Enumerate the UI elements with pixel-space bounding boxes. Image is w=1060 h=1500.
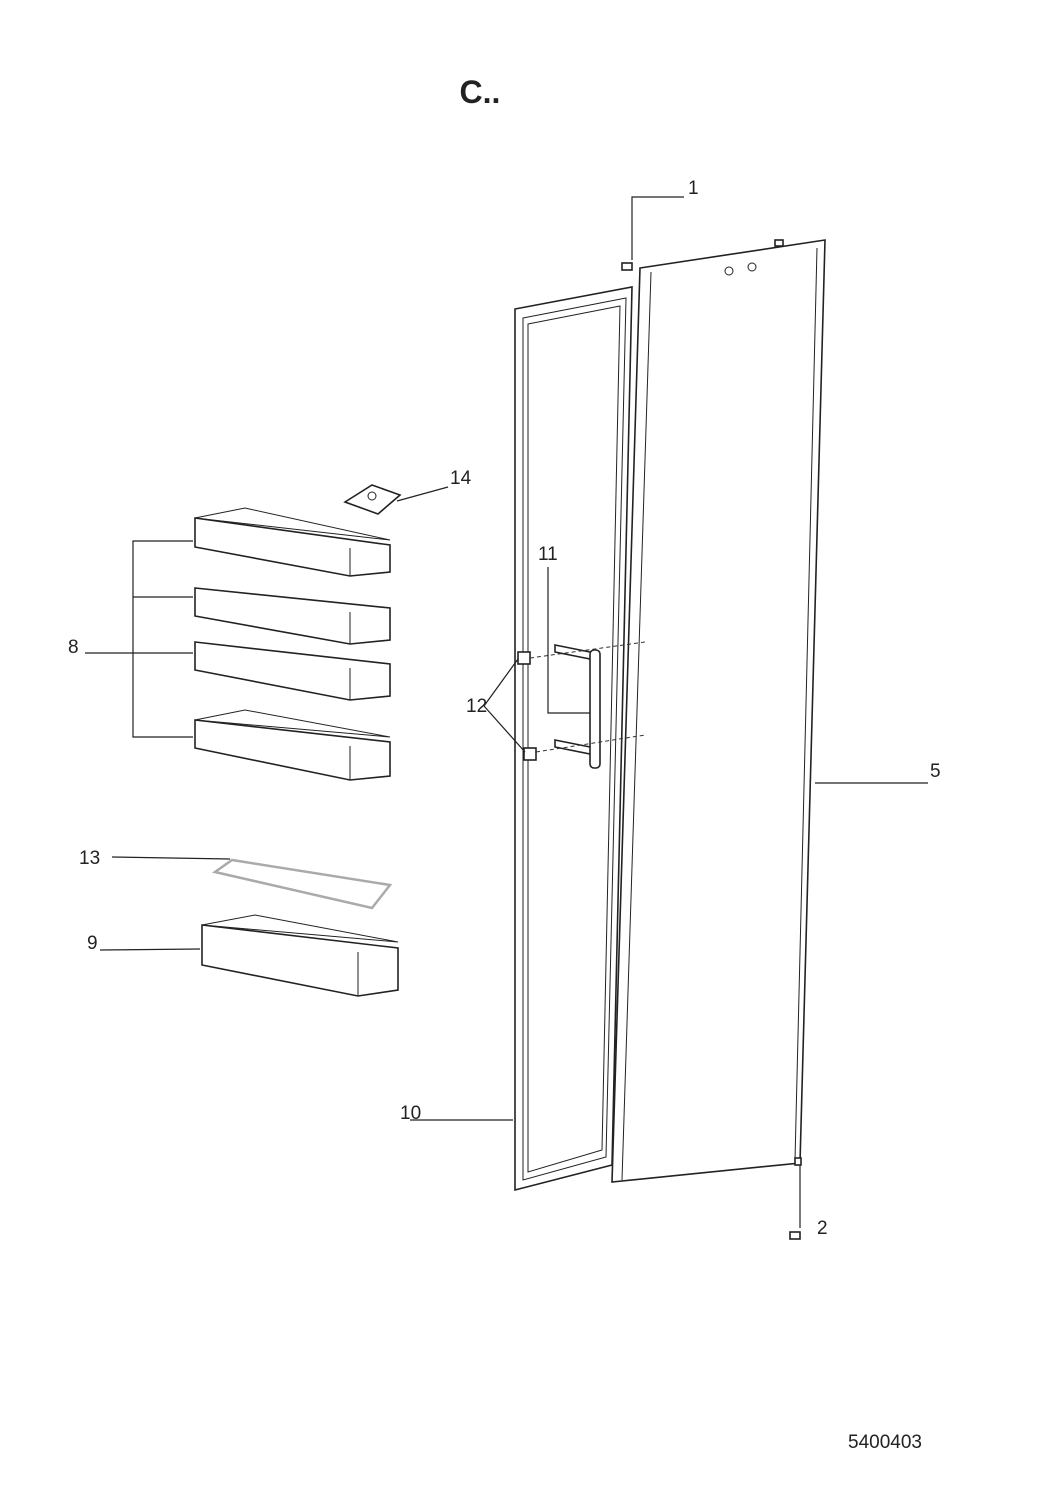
door-foot <box>794 1157 802 1166</box>
door-shelf-3 <box>194 641 391 701</box>
callout-14: 14 <box>450 468 472 489</box>
bottle-shelf <box>201 914 399 997</box>
handle-clip-top <box>517 651 531 665</box>
callout-9: 9 <box>87 933 98 954</box>
callout-10: 10 <box>400 1103 421 1124</box>
page-title: C.. <box>459 74 501 110</box>
shelf-insert <box>211 858 393 910</box>
door-inner-liner <box>514 286 633 1192</box>
bottom-hinge-pin <box>789 1231 801 1240</box>
callout-8: 8 <box>68 637 79 658</box>
callout-5: 5 <box>930 761 941 782</box>
callout-11: 11 <box>538 544 558 565</box>
door-shelf-4 <box>194 709 391 781</box>
door-outer-panel <box>611 239 826 1183</box>
document-number: 5400403 <box>848 1432 922 1453</box>
egg-tray <box>343 484 402 515</box>
door-shelf-1 <box>194 507 391 577</box>
callout-12: 12 <box>466 696 487 717</box>
door-shelf-2 <box>194 587 391 645</box>
callout-13: 13 <box>79 848 100 869</box>
callout-1: 1 <box>688 178 699 199</box>
top-hinge-pin <box>621 262 633 271</box>
handle-clip-bottom <box>523 747 537 761</box>
door-handle <box>554 644 601 769</box>
callout-2: 2 <box>817 1218 828 1239</box>
